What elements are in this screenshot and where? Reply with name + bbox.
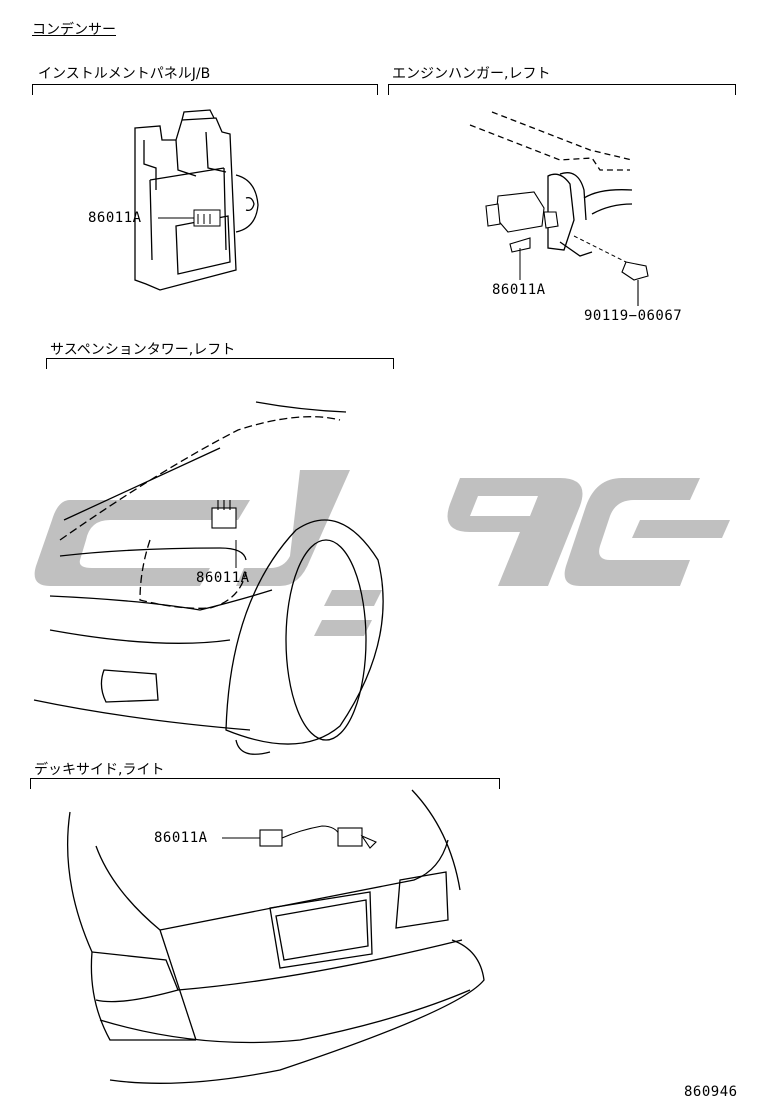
- section-title-instrument-panel: インストルメントパネルJ/B: [38, 66, 211, 82]
- section-bracket: [32, 84, 378, 95]
- section-bracket: [388, 84, 736, 95]
- rear-body-outline: [66, 789, 485, 1084]
- part-label-86011a: 86011A: [154, 830, 208, 846]
- hood-outline: [33, 401, 347, 731]
- section-title-suspension-tower: サスペンションタワー,レフト: [50, 342, 236, 358]
- bolt-axis: [573, 235, 627, 263]
- engine-outline: [469, 111, 633, 257]
- wheel: [225, 519, 384, 755]
- page-title: コンデンサー: [32, 22, 116, 38]
- part-label-90119-06067: 90119−06067: [584, 308, 683, 324]
- tower-connector: [211, 500, 237, 529]
- section-bracket: [46, 358, 394, 369]
- bolt: [621, 261, 649, 306]
- watermark-shapes: [34, 470, 730, 636]
- section-bracket: [30, 778, 500, 789]
- jb-outline: [134, 109, 259, 291]
- part-label-86011a: 86011A: [492, 282, 546, 298]
- deck-capacitor: [259, 825, 377, 849]
- engine-capacitor: [485, 191, 559, 253]
- diagram-number: 860946: [684, 1084, 738, 1100]
- part-label-86011a: 86011A: [196, 570, 250, 586]
- part-label-86011a: 86011A: [88, 210, 142, 226]
- section-title-engine-hanger: エンジンハンガー,レフト: [392, 66, 551, 82]
- section-title-deck-side: デッキサイド,ライト: [34, 762, 165, 778]
